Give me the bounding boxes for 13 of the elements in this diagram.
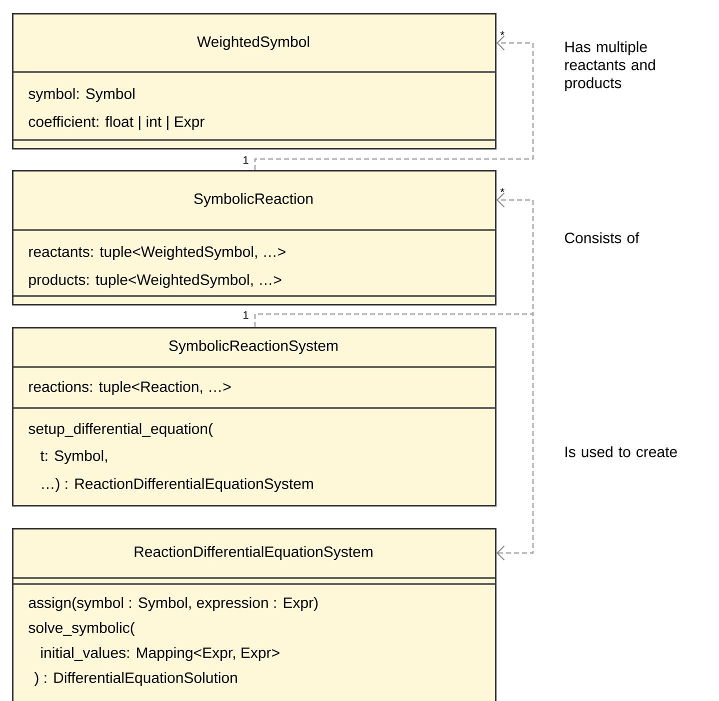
class-box: WeightedSymbol symbol: Symbol coefficient: float | int | Expr <box>12 13 496 150</box>
edge-label: Is used to create <box>566 446 677 458</box>
dependency-arrow <box>254 36 534 170</box>
multiplicity-label: 1 <box>244 156 248 164</box>
multiplicity-label: 1 <box>244 311 248 319</box>
class-box: SymbolicReaction reactants: tuple<WeightedSymbol, …> products: tuple<WeightedSymbol, …> <box>12 170 496 306</box>
class-box: ReactionDifferentialEquationSystem assign(symbol : Symbol, expression : Expr) solve_symbolic( initial_values: Mapping<Expr, Expr> ) : DifferentialEquationSolution <box>12 528 496 701</box>
class-box: SymbolicReactionSystem reactions: tuple<Reaction, …> setup_differential_equation( t: Symbol, …) : ReactionDifferentialEquationSystem <box>12 327 496 506</box>
multiplicity-label: * <box>500 188 504 192</box>
edge-label: Consists of <box>564 232 640 244</box>
dependency-arrow <box>254 314 534 560</box>
edge-label: Has multiple reactants and products <box>565 41 655 92</box>
multiplicity-label: * <box>500 31 504 36</box>
